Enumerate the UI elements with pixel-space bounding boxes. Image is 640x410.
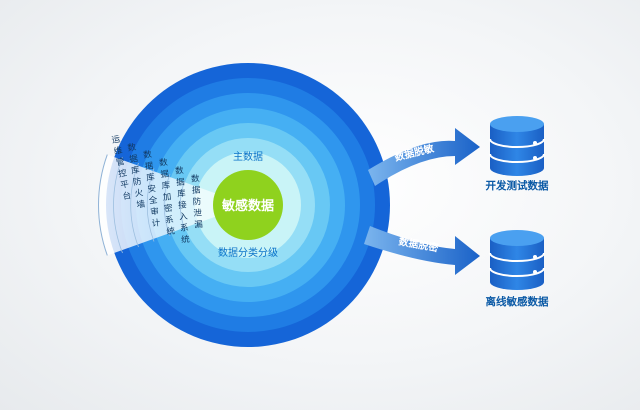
- database-icon-2: [489, 230, 545, 290]
- database-label-2: 离线敏感数据: [486, 295, 549, 308]
- db2-band-1: [489, 252, 545, 262]
- db2-body: [490, 238, 544, 290]
- inner-ring-top-label: 主数据: [233, 150, 263, 163]
- db2-led-2: [533, 270, 537, 274]
- db2-led-1: [533, 255, 537, 259]
- sector-divider-5: [179, 179, 186, 231]
- db1-led-2: [533, 156, 537, 160]
- db2-top: [490, 230, 544, 246]
- db1-band-2: [489, 153, 545, 163]
- arrow-shape-1: [368, 128, 480, 186]
- sector-divider-4: [163, 173, 171, 237]
- inner-ring-bottom-label: 数据分类分级: [218, 246, 278, 259]
- sector-outline: [98, 154, 108, 256]
- database-label-1: 开发测试数据: [486, 179, 549, 192]
- arrow-shape-2: [364, 226, 480, 275]
- db1-band-1: [489, 138, 545, 148]
- core-label: 敏感数据: [221, 198, 274, 214]
- db1-body: [490, 124, 544, 176]
- db1-top: [490, 116, 544, 132]
- db1-led-1: [533, 141, 537, 145]
- db2-band-2: [489, 267, 545, 277]
- sector-fill: [98, 154, 249, 256]
- sector-divider-3: [146, 168, 155, 242]
- sector-divider-2: [130, 162, 139, 248]
- arrow-desensitize: 数据脱敏: [368, 128, 480, 186]
- sector-column-label: 数据防泄漏: [189, 173, 203, 232]
- sector-divider-1: [113, 156, 123, 254]
- database-icon-1: [489, 116, 545, 176]
- core-circle: [213, 170, 283, 240]
